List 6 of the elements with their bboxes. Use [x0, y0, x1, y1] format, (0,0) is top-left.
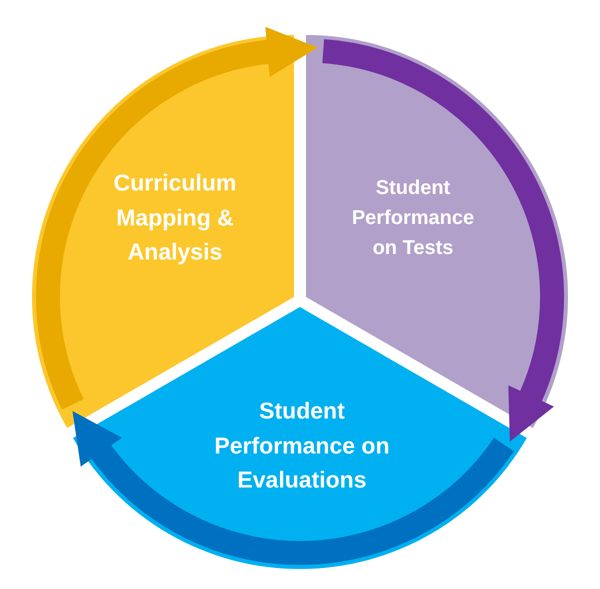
cycle-segment	[73, 307, 527, 569]
cycle-arrow	[36, 27, 318, 409]
segment-label: Curriculum Mapping & Analysis	[112, 168, 238, 266]
segment-label: Student Performance on Evaluations	[213, 396, 391, 494]
cycle-arrow	[70, 412, 514, 565]
segment-label: Student Performance on Tests	[350, 176, 476, 261]
